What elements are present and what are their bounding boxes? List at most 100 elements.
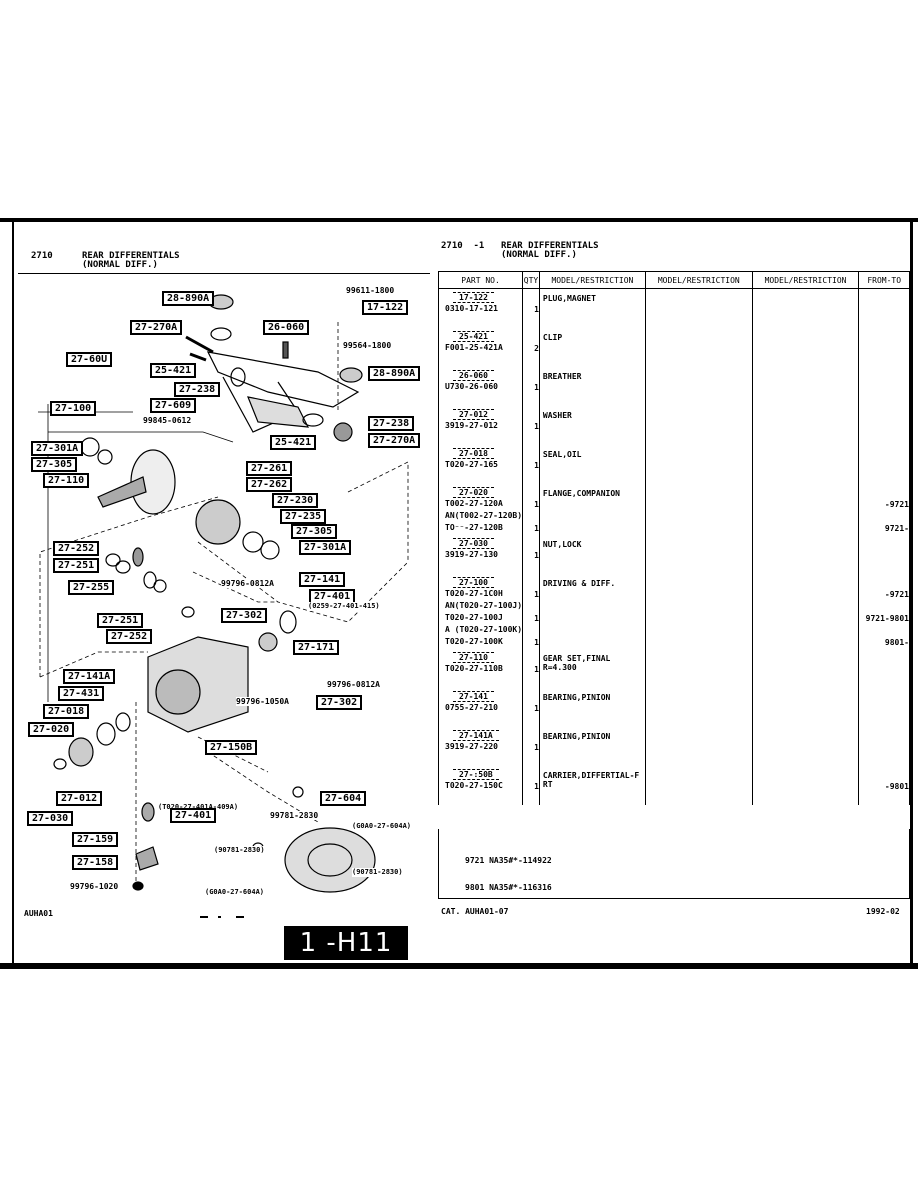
diagram-label: 27-141 xyxy=(299,572,346,587)
diagram-label: 27-60U xyxy=(66,352,113,367)
part-number: AN(T002-27-120B) xyxy=(445,511,523,520)
quantity: 1 xyxy=(534,590,539,599)
diagram-label: 27-159 xyxy=(72,832,119,847)
serial-note: 9801 NA35#*-116316 xyxy=(465,883,552,892)
reference-number: 17-122 xyxy=(453,292,494,303)
top-border xyxy=(0,218,918,222)
from-to-cell xyxy=(858,727,910,766)
qty-cell: 1 xyxy=(522,766,540,805)
footer-left-code: AUHA01 xyxy=(24,909,53,918)
reference-number: 27-141A xyxy=(453,730,499,741)
part-description-extra: RT xyxy=(542,780,553,789)
diagram-label: 27-150B xyxy=(205,740,258,755)
quantity xyxy=(523,625,539,637)
from-to-value xyxy=(859,625,909,637)
quantity: 1 xyxy=(534,638,539,647)
from-to-cell xyxy=(858,445,910,484)
diagram-label: (T020-27-401A-409A) xyxy=(158,803,239,812)
from-to-value xyxy=(859,343,909,355)
from-to-value: 9801- xyxy=(884,638,909,647)
reference-number: 27-141 xyxy=(453,691,494,702)
diagram-label: 27-020 xyxy=(28,722,75,737)
reference-number: 26-060 xyxy=(453,370,494,381)
part-description: PLUG,MAGNET xyxy=(542,294,596,303)
description-cell: WASHER xyxy=(538,406,646,445)
left-border xyxy=(12,222,14,964)
model-2-cell xyxy=(644,406,753,445)
part-number: F001-25-421A xyxy=(445,343,503,352)
description-cell: FLANGE,COMPANION xyxy=(538,484,646,535)
model-3-cell xyxy=(751,288,860,328)
diagram-label: 99564-1800 xyxy=(343,341,392,350)
description-cell: BREATHER xyxy=(538,367,646,406)
quantity xyxy=(523,511,539,523)
from-to-value: 9721- xyxy=(884,524,909,533)
model-3-cell xyxy=(751,367,860,406)
page-number-badge: 1 -H11 xyxy=(284,926,408,960)
model-2-cell xyxy=(644,445,753,484)
left-header-rule xyxy=(18,273,430,274)
diagram-label: 27-251 xyxy=(53,558,100,573)
diagram-label: 27-270A xyxy=(368,433,421,448)
diagram-label: 27-302 xyxy=(221,608,268,623)
part-number: 0755-27-210 xyxy=(445,703,498,712)
part-number: T020-27-100J xyxy=(445,613,503,622)
diagram-label: 27-100 xyxy=(50,401,97,416)
diagram-label: 27-609 xyxy=(150,398,197,413)
from-to-value xyxy=(859,460,909,472)
from-to-value xyxy=(859,382,909,394)
part-number: T020-27-110B xyxy=(445,664,503,673)
part-number: 3919-27-130 xyxy=(445,550,498,559)
part-description: SEAL,OIL xyxy=(542,450,582,459)
model-2-cell xyxy=(644,727,753,766)
diagram-label: 99796-0812A xyxy=(221,579,274,588)
qty-cell: 2 xyxy=(522,328,540,367)
quantity xyxy=(523,601,539,613)
diagram-label: 27-431 xyxy=(58,686,105,701)
from-to-value xyxy=(859,511,909,523)
diagram-label: 27-238 xyxy=(174,382,221,397)
left-section-code: 2710 xyxy=(31,251,53,261)
diagram-label: 27-262 xyxy=(246,477,293,492)
model-3-cell xyxy=(751,688,860,727)
part-description: CARRIER,DIFFERTIAL-F xyxy=(542,771,640,780)
footer-catalog: CAT. AUHA01-07 xyxy=(441,907,509,916)
col-model-1: MODEL/RESTRICTION xyxy=(538,271,646,289)
diagram-label: 28-890A xyxy=(162,291,215,306)
diagram-label: 99611-1800 xyxy=(346,286,395,295)
from-to-cell xyxy=(858,406,910,445)
model-3-cell xyxy=(751,484,860,535)
part-number: 0310-17-121 xyxy=(445,304,498,313)
diagram-label: 25-421 xyxy=(150,363,197,378)
description-cell: BEARING,PINION xyxy=(538,688,646,727)
part-number: T020-27-165 xyxy=(445,460,498,469)
diagram-label: 27-261 xyxy=(246,461,293,476)
diagram-label: 99796-1020 xyxy=(70,882,119,891)
part-number: T020-27-100K xyxy=(445,637,503,646)
diagram-label: 27-030 xyxy=(27,811,74,826)
part-description: GEAR SET,FINAL xyxy=(542,654,611,663)
qty-cell: 1 xyxy=(522,288,540,328)
from-to-value: 9721-9801 xyxy=(865,614,909,623)
left-section-title: REAR DIFFERENTIALS xyxy=(82,251,180,261)
col-part-no: PART NO. xyxy=(437,271,524,289)
bottom-border xyxy=(0,963,918,969)
